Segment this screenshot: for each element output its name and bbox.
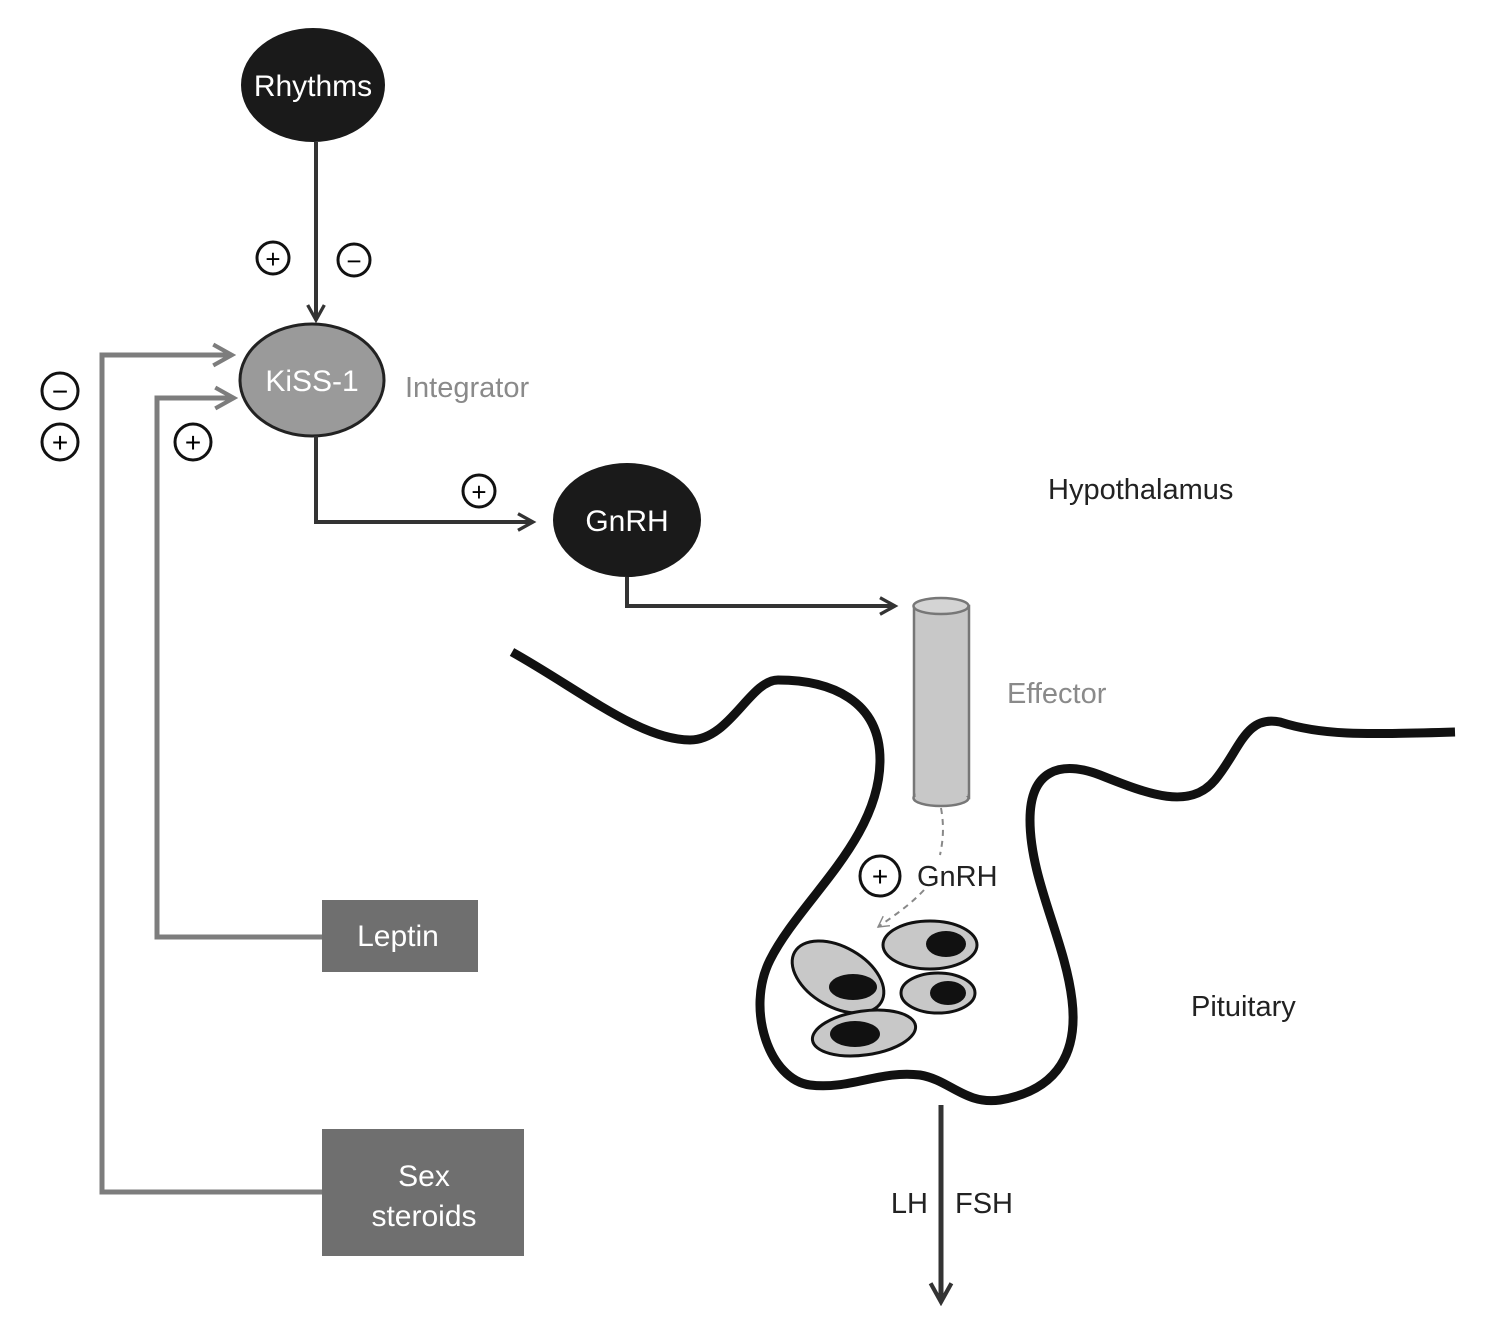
gnrh-node <box>553 463 701 577</box>
integrator-label: Integrator <box>405 372 529 404</box>
sex-steroids-box <box>322 1129 524 1256</box>
plus-sign-gnrh: + <box>461 473 497 509</box>
leptin-feedback-arrow <box>154 398 322 940</box>
plus-sign-leptin: + <box>173 422 213 462</box>
minus-sign-steroids: − <box>40 371 80 411</box>
pituitary-label: Pituitary <box>1191 991 1296 1023</box>
svg-text:+: + <box>872 861 888 892</box>
hypothalamus-label: Hypothalamus <box>1048 474 1233 506</box>
leptin-label: Leptin <box>357 920 439 953</box>
plus-sign-pituitary: + <box>858 854 902 898</box>
lh-label: LH <box>891 1188 928 1220</box>
svg-text:+: + <box>52 427 68 458</box>
fsh-label: FSH <box>955 1188 1013 1220</box>
sex-steroids-label-line1: Sex <box>398 1160 450 1193</box>
effector-label: Effector <box>1007 678 1107 710</box>
rhythms-node <box>241 28 385 142</box>
gnrh-release-dashed-arrow <box>876 889 925 928</box>
gnrh-to-effector-arrow <box>625 577 895 606</box>
sex-steroids-label-line2: steroids <box>371 1200 476 1233</box>
plus-sign-rhythms: + <box>255 240 291 276</box>
pituitary-cells <box>790 919 979 1058</box>
plus-sign-steroids: + <box>40 422 80 462</box>
rhythms-label: Rhythms <box>254 70 372 103</box>
kiss1-label: KiSS-1 <box>265 365 358 398</box>
gnrh-label: GnRH <box>585 505 668 538</box>
effector-cylinder <box>912 596 971 808</box>
svg-text:−: − <box>346 246 361 276</box>
svg-text:−: − <box>52 376 68 407</box>
gnrh-release-label: GnRH <box>917 861 998 893</box>
svg-text:+: + <box>471 477 486 507</box>
sex-steroids-feedback-arrow <box>99 355 322 1195</box>
pituitary-outline <box>509 648 1456 1106</box>
svg-text:+: + <box>185 427 201 458</box>
svg-text:+: + <box>265 244 280 274</box>
kiss1-node <box>238 322 386 438</box>
minus-sign-rhythms: − <box>336 242 372 278</box>
leptin-box <box>322 900 478 972</box>
gnrh-release-dashed-line <box>939 807 944 856</box>
kiss1-to-gnrh-arrow <box>314 436 533 522</box>
